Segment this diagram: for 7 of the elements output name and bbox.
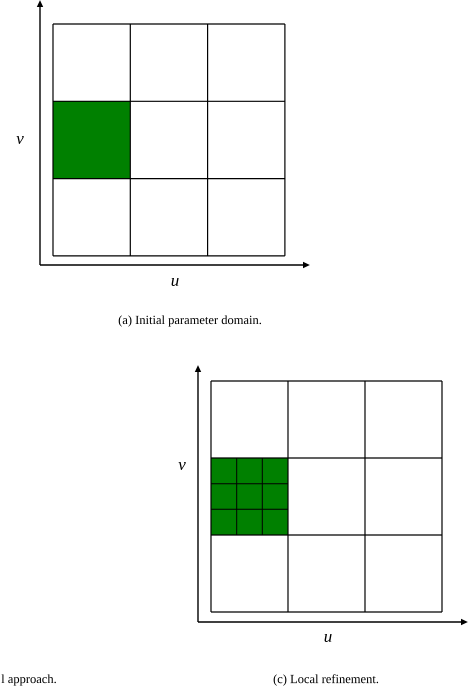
axis-label: v (178, 462, 186, 470)
axis-label: u (172, 278, 179, 286)
caption: (c) Local refinement. (274, 674, 378, 686)
caption: (a) Initial parameter domain. (118, 315, 262, 327)
caption: l approach. (1, 674, 56, 686)
axis-label: u (324, 634, 332, 642)
axis-label: v (16, 136, 24, 144)
